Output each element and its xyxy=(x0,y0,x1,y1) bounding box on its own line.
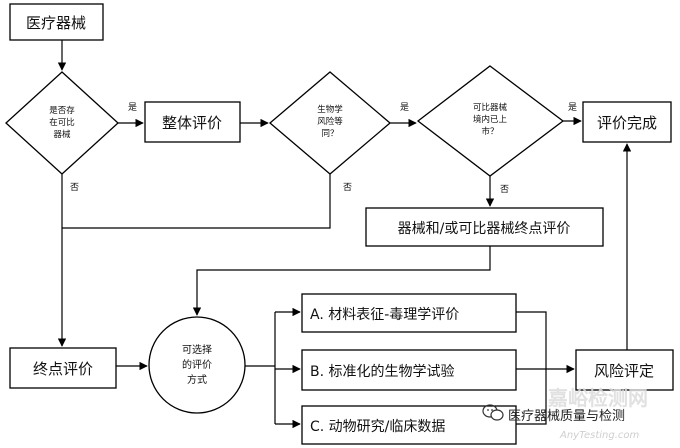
node-overall-evaluation-label: 整体评价 xyxy=(162,114,222,132)
node-endpoint-evaluation-label: 终点评价 xyxy=(33,360,93,378)
svg-text:可比器械: 可比器械 xyxy=(473,102,508,113)
svg-text:是否存: 是否存 xyxy=(49,105,75,116)
node-endpoint-comparison: 器械和/或可比器械终点评价 xyxy=(365,207,604,247)
node-evaluation-complete-label: 评价完成 xyxy=(597,114,657,132)
node-risk-assessment-label: 风险评定 xyxy=(594,362,654,380)
edge-bracket-right xyxy=(516,311,547,425)
watermark: 嘉峪检测网 医疗器械质量与检测 AnyTesting.com xyxy=(482,386,648,441)
svg-text:风险等: 风险等 xyxy=(317,116,343,127)
node-option-b: B. 标准化的生物学试验 xyxy=(301,349,517,391)
node-option-c: C. 动物研究/临床数据 xyxy=(301,405,517,445)
edge-label-no-3: 否 xyxy=(500,184,509,195)
svg-text:器械: 器械 xyxy=(53,129,71,140)
node-evaluation-complete: 评价完成 xyxy=(582,101,672,143)
decision-existing-comparable: 是否存 在可比 器械 xyxy=(5,71,119,175)
svg-text:市？: 市？ xyxy=(481,126,498,137)
edge-label-yes-2: 是 xyxy=(400,102,409,113)
svg-text:可选择: 可选择 xyxy=(182,343,212,356)
edges xyxy=(57,40,632,429)
watermark-brand: 嘉峪检测网 xyxy=(547,386,648,410)
node-endpoint-comparison-label: 器械和/或可比器械终点评价 xyxy=(398,221,571,237)
node-option-b-label: B. 标准化的生物学试验 xyxy=(310,364,455,380)
wechat-icon xyxy=(482,404,504,421)
svg-text:方式: 方式 xyxy=(187,373,207,386)
node-option-a: A. 材料表征-毒理学评价 xyxy=(301,293,517,333)
decision-bio-risk-equivalent: 生物学 风险等 同？ xyxy=(268,71,392,175)
node-medical-device: 医疗器械 xyxy=(9,3,104,41)
edge-endpoint-to-methods xyxy=(192,246,491,316)
node-option-a-label: A. 材料表征-毒理学评价 xyxy=(310,307,459,323)
watermark-site: AnyTesting.com xyxy=(559,430,640,441)
svg-text:生物学: 生物学 xyxy=(317,104,343,115)
svg-text:境内已上: 境内已上 xyxy=(473,114,508,125)
node-endpoint-evaluation: 终点评价 xyxy=(9,347,117,389)
node-risk-assessment: 风险评定 xyxy=(575,349,674,391)
edge-label-no-1: 否 xyxy=(70,182,79,193)
edge-label-yes-3: 是 xyxy=(568,102,577,113)
watermark-account: 医疗器械质量与检测 xyxy=(508,409,625,424)
node-medical-device-label: 医疗器械 xyxy=(26,14,86,32)
svg-text:在可比: 在可比 xyxy=(49,117,75,128)
svg-text:同？: 同？ xyxy=(321,129,338,139)
node-overall-evaluation: 整体评价 xyxy=(144,101,241,143)
decision-marketed-domestically: 可比器械 境内已上 市？ xyxy=(416,65,565,177)
edge-label-no-2: 否 xyxy=(343,182,352,193)
svg-text:的评价: 的评价 xyxy=(182,358,212,371)
node-optional-methods: 可选择 的评价 方式 xyxy=(148,316,246,414)
edge-label-yes-1: 是 xyxy=(128,102,137,113)
edge-q2-no xyxy=(62,174,331,229)
node-option-c-label: C. 动物研究/临床数据 xyxy=(310,419,445,435)
